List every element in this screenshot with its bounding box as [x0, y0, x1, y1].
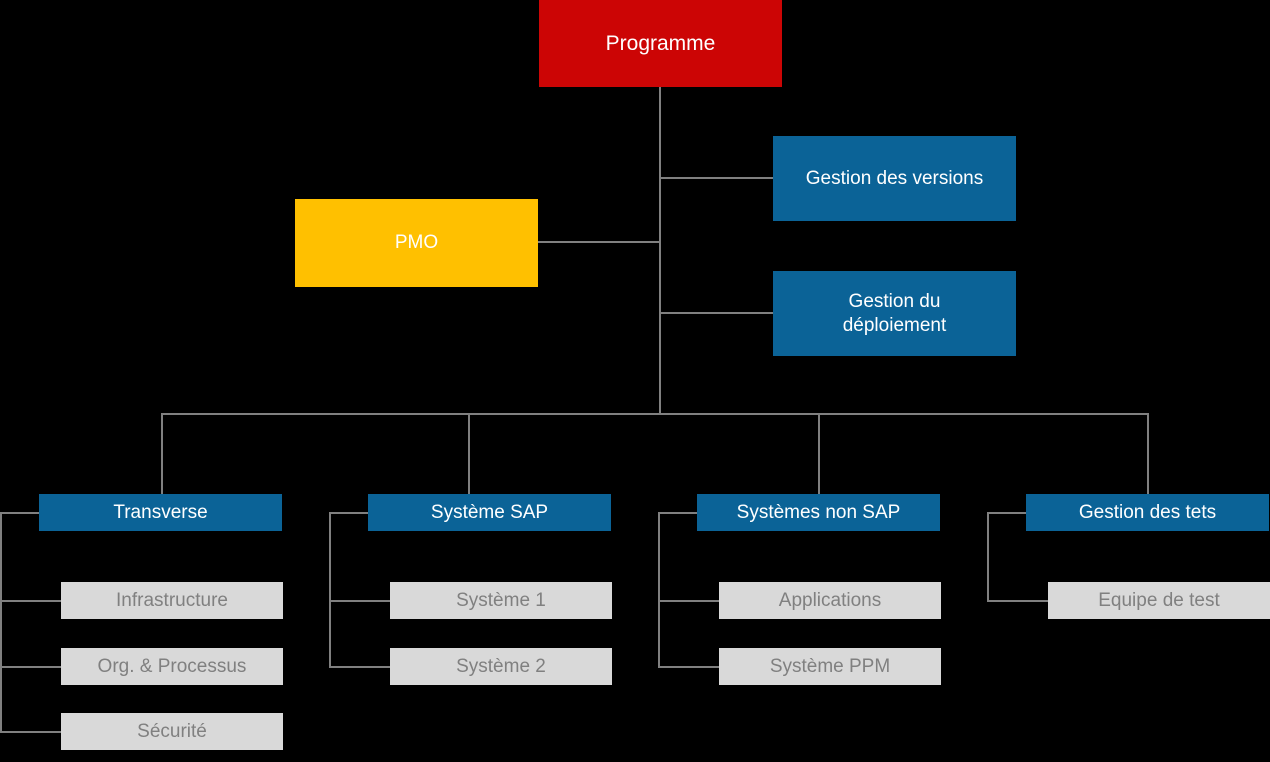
node-infrastructure[interactable]: Infrastructure [61, 582, 283, 619]
node-programme[interactable]: Programme [539, 0, 782, 87]
connector-drop-gestion-tests [1147, 413, 1149, 495]
connector-root-to-pmo [538, 241, 660, 243]
connector-systeme-sap-to-systeme1 [329, 600, 391, 602]
connector-transverse-to-securite [0, 731, 62, 733]
connector-root-trunk [659, 87, 661, 415]
connector-transverse-to-org [0, 666, 62, 668]
node-gestion-des-tets[interactable]: Gestion des tets [1026, 494, 1269, 531]
connector-distributor-bar [161, 413, 1149, 415]
connector-rail-systeme-sap [329, 512, 331, 668]
node-systeme-sap[interactable]: Système SAP [368, 494, 611, 531]
connector-systemes-non-sap-to-applications [658, 600, 720, 602]
connector-root-to-release [659, 177, 774, 179]
connector-rail-transverse [0, 512, 2, 733]
connector-gestion-tests-to-equipe [987, 600, 1049, 602]
node-systeme-2[interactable]: Système 2 [390, 648, 612, 685]
node-systemes-non-sap[interactable]: Systèmes non SAP [697, 494, 940, 531]
connector-drop-systeme-sap [468, 413, 470, 495]
connector-systeme-sap-to-systeme2 [329, 666, 391, 668]
node-equipe-de-test[interactable]: Equipe de test [1048, 582, 1270, 619]
node-gestion-du-deploiement[interactable]: Gestion du déploiement [773, 271, 1016, 356]
connector-rail-gestion-tests [987, 512, 989, 602]
node-gestion-des-versions[interactable]: Gestion des versions [773, 136, 1016, 221]
connector-systemes-non-sap-to-ppm [658, 666, 720, 668]
node-applications[interactable]: Applications [719, 582, 941, 619]
connector-drop-transverse [161, 413, 163, 495]
connector-transverse-to-infrastructure [0, 600, 62, 602]
node-pmo[interactable]: PMO [295, 199, 538, 287]
node-transverse[interactable]: Transverse [39, 494, 282, 531]
node-securite[interactable]: Sécurité [61, 713, 283, 750]
node-systeme-1[interactable]: Système 1 [390, 582, 612, 619]
connector-rail-systeme-sap-top [329, 512, 369, 514]
connector-rail-gestion-tests-top [987, 512, 1027, 514]
connector-rail-systemes-non-sap [658, 512, 660, 668]
connector-rail-systemes-non-sap-top [658, 512, 698, 514]
connector-root-to-deployment [659, 312, 774, 314]
node-systeme-ppm[interactable]: Système PPM [719, 648, 941, 685]
connector-drop-systemes-non-sap [818, 413, 820, 495]
connector-rail-transverse-top [0, 512, 40, 514]
node-org-processus[interactable]: Org. & Processus [61, 648, 283, 685]
